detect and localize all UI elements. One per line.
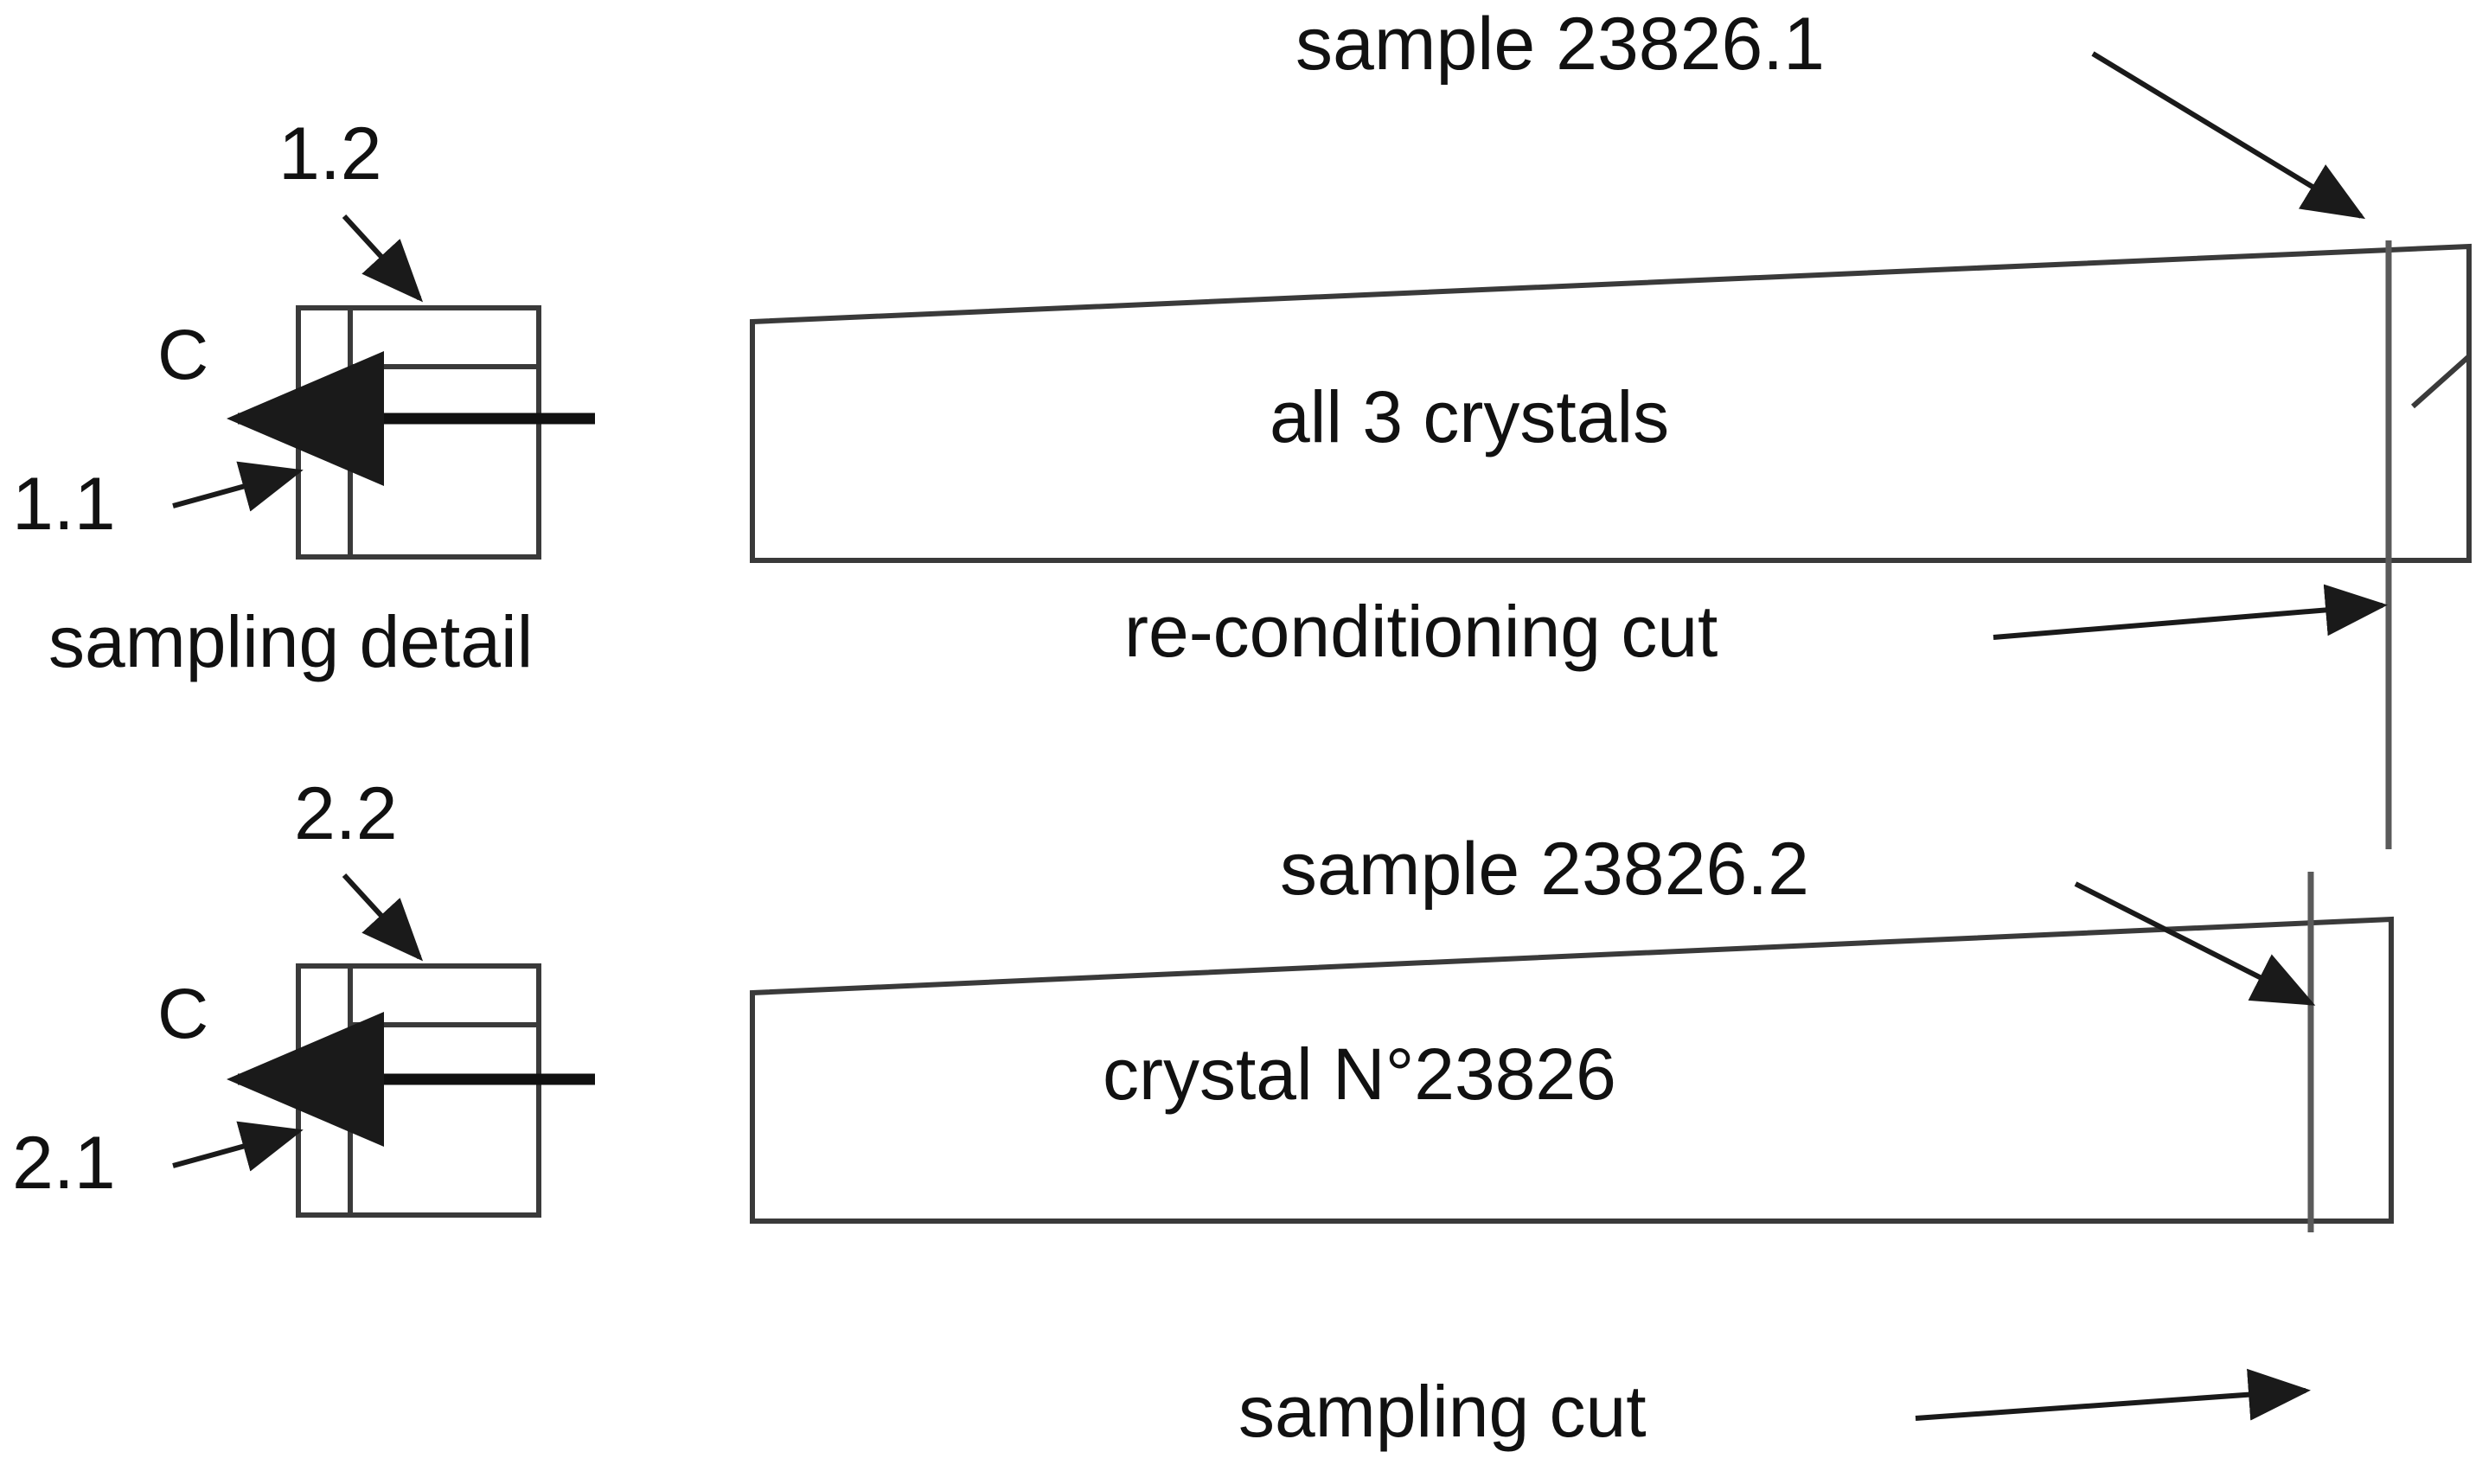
leader-line-1-2: [342, 214, 424, 303]
detail-box-top: [296, 305, 541, 560]
leader-line-sample-2: [2074, 881, 2316, 1006]
leader-line-sampling-cut: [1915, 1368, 2311, 1421]
leader-line-2-2: [342, 873, 424, 962]
crystal-bar-bottom: [750, 916, 2394, 1224]
leader-line-1-1: [172, 461, 304, 512]
leader-line-2-1: [172, 1121, 304, 1172]
detail-box-bottom: [296, 963, 541, 1218]
label-detail-2-1: 2.1: [12, 1122, 116, 1205]
label-detail-1-2: 1.2: [278, 112, 382, 195]
label-sample-23826-2: sample 23826.2: [1280, 828, 1809, 911]
label-all-3-crystals: all 3 crystals: [1270, 376, 1670, 457]
crystal-bar-top: [750, 243, 2472, 563]
label-sample-23826-1: sample 23826.1: [1295, 3, 1825, 86]
label-detail-2-2: 2.2: [294, 772, 398, 855]
leader-line-sample-1: [2091, 51, 2366, 220]
label-crystal-number: crystal N°23826: [1103, 1033, 1616, 1115]
label-sampling-cut: sampling cut: [1238, 1371, 1647, 1452]
label-c-axis-bottom: C: [157, 975, 209, 1053]
label-sampling-detail: sampling detail: [48, 601, 534, 682]
label-reconditioning-cut: re-conditioning cut: [1124, 591, 1718, 672]
label-c-axis-top: C: [157, 316, 209, 394]
label-detail-1-1: 1.1: [12, 463, 116, 546]
leader-line-reconditioning: [1993, 584, 2388, 640]
